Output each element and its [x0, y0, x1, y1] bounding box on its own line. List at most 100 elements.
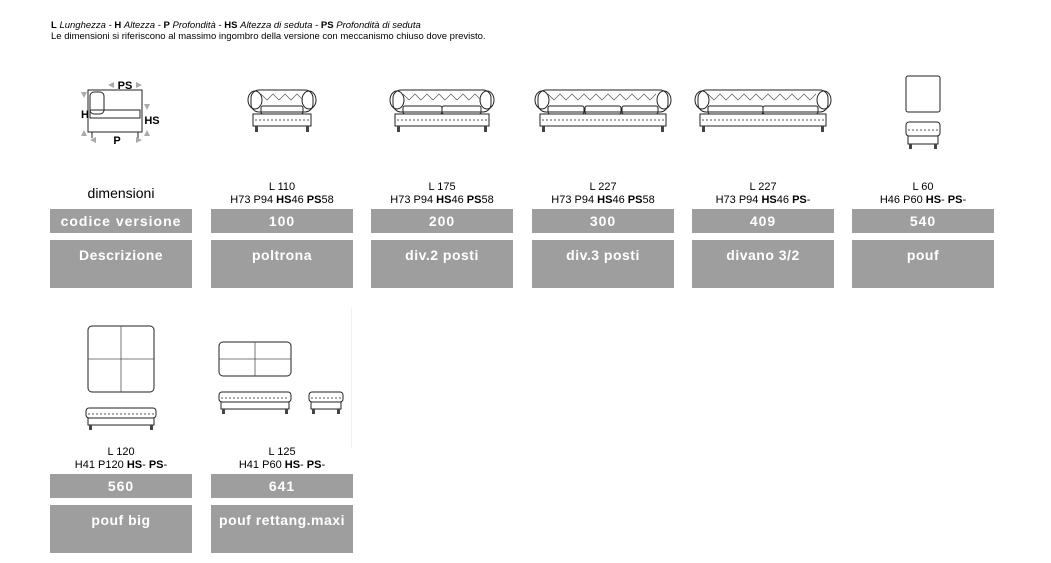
- dimension-diagram: PS H HS P: [50, 72, 192, 162]
- product-image-pouf-big: [50, 322, 192, 442]
- height-value: H73: [390, 194, 411, 206]
- height-value: H73: [551, 194, 572, 206]
- legend-h-key: H: [114, 20, 122, 31]
- depth-value: P94: [253, 194, 274, 206]
- height-value: H46: [879, 194, 901, 206]
- height-value: H73: [715, 194, 736, 206]
- seat-depth-value: -: [163, 459, 168, 471]
- legend-line-1: L Lunghezza - H Altezza - P Profondità -…: [51, 20, 486, 31]
- length-value: L 227: [749, 181, 777, 193]
- hs-key: HS: [284, 459, 301, 471]
- seat-height-value: 46: [291, 194, 304, 206]
- seat-depth-value: 58: [642, 194, 655, 206]
- legend-sep: -: [105, 20, 115, 31]
- length-value: L 60: [912, 181, 934, 193]
- ps-key: PS: [466, 194, 482, 206]
- diagram-h-label: H: [81, 109, 89, 121]
- legend-p-text: Profondità: [172, 20, 216, 31]
- code-div-3-posti: 300: [532, 209, 674, 233]
- diagram-ps-label: PS: [118, 80, 133, 92]
- legend-ps-key: PS: [320, 20, 334, 31]
- hs-key: HS: [276, 194, 292, 206]
- height-value: H41: [74, 459, 95, 471]
- length-value: L 110: [268, 181, 296, 193]
- height-value: H41: [238, 459, 260, 471]
- desc-div-2-posti: div.2 posti: [371, 240, 513, 288]
- seat-depth-value: -: [321, 459, 326, 471]
- length-value: L 120: [107, 446, 135, 458]
- descrizione-label: Descrizione: [50, 240, 192, 288]
- legend-hs-text: Altezza di seduta: [240, 20, 313, 31]
- legend-h-text: Altezza: [123, 20, 156, 31]
- dimensions-poltrona: L 110 H73 P94 HS46 PS58: [211, 181, 353, 207]
- length-value: L 125: [268, 446, 296, 458]
- depth-value: P94: [574, 194, 595, 206]
- length-value: L 227: [589, 181, 617, 193]
- armchair-icon: [247, 89, 317, 132]
- legend-note: Le dimensioni si riferiscono al massimo …: [51, 31, 486, 42]
- hs-key: HS: [925, 194, 942, 206]
- dimensions-pouf-rettang-maxi: L 125 H41 P60 HS- PS-: [211, 446, 353, 472]
- desc-pouf-rettang-maxi: pouf rettang.maxi: [211, 505, 353, 553]
- ps-key: PS: [306, 459, 322, 471]
- product-image-divano-3-2: [692, 80, 834, 170]
- height-value: H73: [230, 194, 251, 206]
- desc-pouf: pouf: [852, 240, 994, 288]
- armchair-side-diagram-icon: PS H HS P: [81, 80, 160, 147]
- legend-sep: -: [312, 20, 321, 31]
- legend-ps-text: Profondità di seduta: [336, 20, 421, 31]
- depth-value: P94: [413, 194, 434, 206]
- legend-p-key: P: [163, 20, 170, 31]
- dimensions-div-3-posti: L 227 H73 P94 HS46 PS58: [532, 181, 674, 207]
- code-div-2-posti: 200: [371, 209, 513, 233]
- seat-height-value: 46: [451, 194, 464, 206]
- hs-key: HS: [126, 459, 143, 471]
- legend-sep: -: [215, 20, 225, 31]
- diagram-p-label: P: [113, 135, 120, 147]
- hs-key: HS: [761, 194, 777, 206]
- sofa-3-seater-icon: [534, 89, 672, 132]
- desc-div-3-posti: div.3 posti: [532, 240, 674, 288]
- dimensions-divano-3-2: L 227 H73 P94 HS46 PS-: [692, 181, 834, 207]
- desc-pouf-big: pouf big: [50, 505, 192, 553]
- seat-height-value: -: [300, 459, 304, 471]
- ps-key: PS: [792, 194, 807, 206]
- sofa-3-2-icon: [694, 89, 832, 132]
- product-image-div-2-posti: [371, 80, 513, 170]
- legend-sep: -: [155, 20, 164, 31]
- legend-l-text: Lunghezza: [59, 20, 106, 31]
- seat-depth-value: -: [962, 194, 967, 206]
- legend-l-key: L: [51, 20, 57, 31]
- ps-key: PS: [947, 194, 963, 206]
- depth-value: P94: [738, 194, 759, 206]
- diagram-hs-label: HS: [144, 115, 159, 127]
- code-pouf-rettang-maxi: 641: [211, 474, 353, 498]
- ps-key: PS: [306, 194, 322, 206]
- pouf-big-icon: [85, 325, 157, 430]
- seat-height-value: -: [142, 459, 146, 471]
- sofa-2-seater-icon: [389, 89, 495, 132]
- hs-key: HS: [597, 194, 613, 206]
- pouf-icon: [905, 75, 941, 149]
- seat-depth-value: 58: [481, 194, 494, 206]
- legend: L Lunghezza - H Altezza - P Profondità -…: [51, 20, 486, 42]
- product-image-poltrona: [211, 80, 353, 170]
- depth-value: P60: [903, 194, 923, 206]
- seat-height-value: 46: [776, 194, 789, 206]
- codice-versione-label: codice versione: [50, 209, 192, 233]
- product-image-div-3-posti: [532, 80, 674, 170]
- code-divano-3-2: 409: [692, 209, 834, 233]
- pouf-rectangular-icon: [218, 341, 344, 414]
- seat-height-value: 46: [612, 194, 625, 206]
- depth-value: P60: [262, 459, 282, 471]
- hs-key: HS: [436, 194, 452, 206]
- ps-key: PS: [148, 459, 164, 471]
- seat-depth-value: -: [806, 194, 811, 206]
- code-pouf-big: 560: [50, 474, 192, 498]
- dimensions-div-2-posti: L 175 H73 P94 HS46 PS58: [371, 181, 513, 207]
- code-poltrona: 100: [211, 209, 353, 233]
- desc-poltrona: poltrona: [211, 240, 353, 288]
- seat-depth-value: 58: [321, 194, 334, 206]
- depth-value: P120: [98, 459, 124, 471]
- seat-height-value: -: [941, 194, 945, 206]
